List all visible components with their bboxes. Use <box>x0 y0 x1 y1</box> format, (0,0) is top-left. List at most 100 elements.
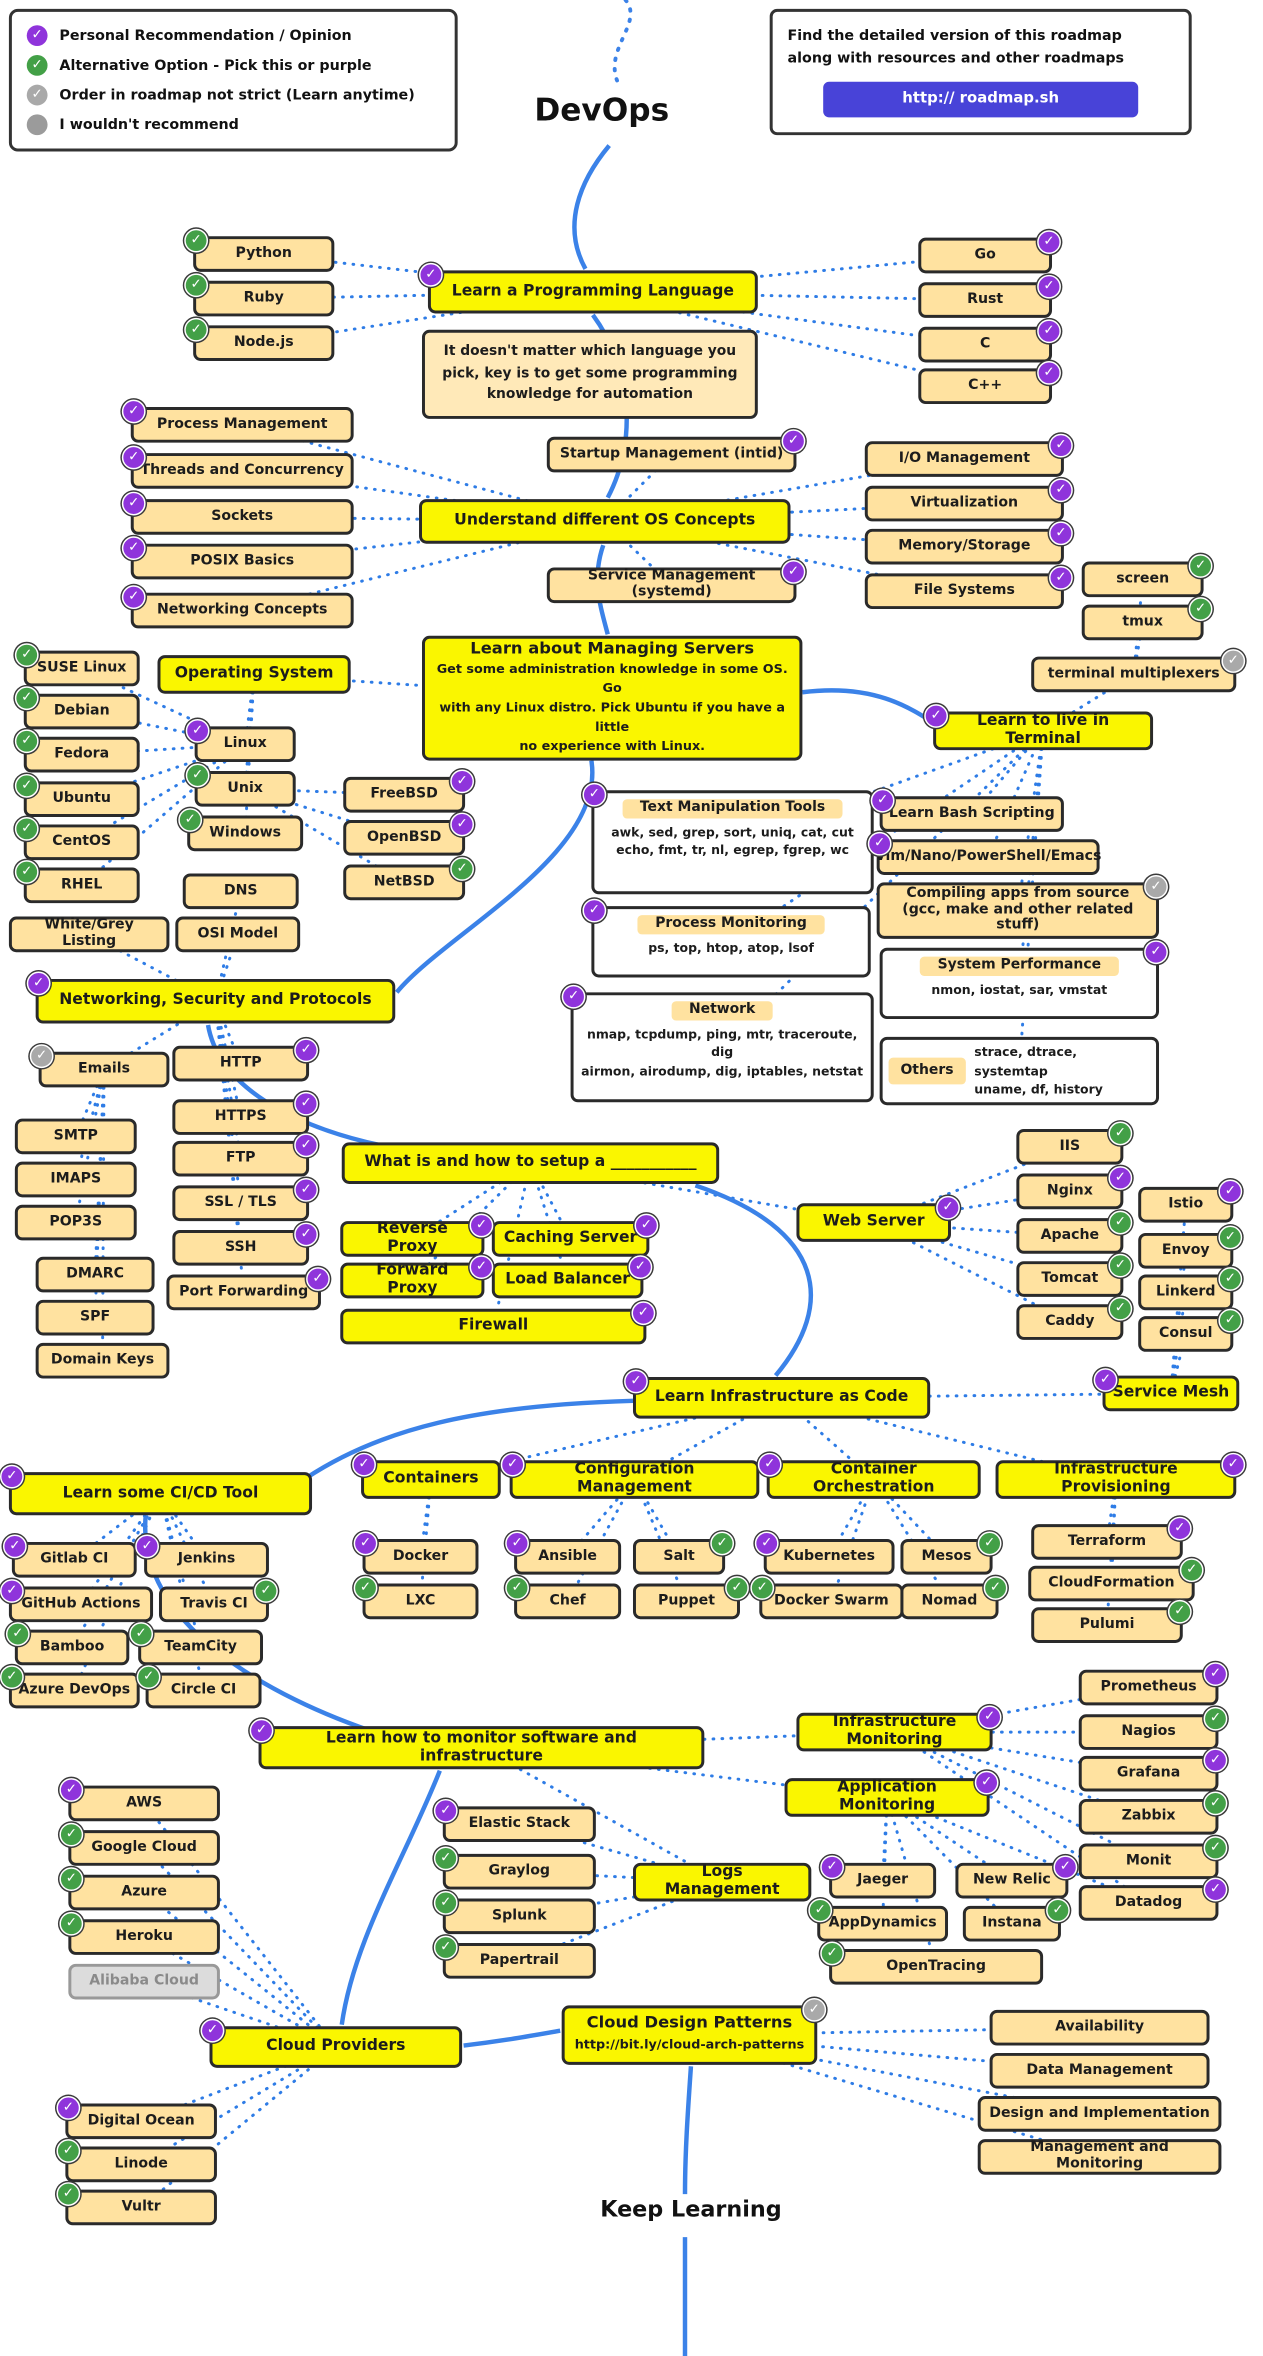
ftp[interactable]: ✓FTP <box>172 1133 318 1177</box>
roadmap-link-button[interactable]: http:// roadmap.sh <box>823 81 1139 117</box>
cloudformation[interactable]: ✓CloudFormation <box>1028 1558 1204 1602</box>
graylog[interactable]: ✓Graylog <box>433 1846 596 1890</box>
opentracing[interactable]: ✓OpenTracing <box>820 1941 1044 1985</box>
caddy[interactable]: ✓Caddy <box>1016 1296 1133 1340</box>
cloud-providers[interactable]: ✓Cloud Providers <box>200 2018 463 2068</box>
jenkins[interactable]: ✓Jenkins <box>135 1534 269 1578</box>
term-mux[interactable]: ✓terminal multiplexers <box>1031 649 1246 693</box>
zabbix[interactable]: ✓Zabbix <box>1078 1791 1228 1835</box>
datadog[interactable]: ✓Datadog <box>1078 1877 1228 1921</box>
startup-mgmt[interactable]: ✓Startup Management (intid) <box>546 429 806 473</box>
debian[interactable]: ✓Debian <box>14 686 140 730</box>
reverse-proxy[interactable]: ✓Reverse Proxy <box>340 1213 494 1257</box>
gcloud[interactable]: ✓Google Cloud <box>59 1822 220 1866</box>
design-impl[interactable]: Design and Implementation <box>977 2096 1222 2132</box>
https[interactable]: ✓HTTPS <box>172 1091 318 1135</box>
nodejs[interactable]: ✓Node.js <box>184 317 335 361</box>
circleci[interactable]: ✓Circle CI <box>136 1665 262 1709</box>
nomad[interactable]: ✓Nomad <box>900 1576 1008 1620</box>
virtualization[interactable]: ✓Virtualization <box>864 478 1073 522</box>
main-lang[interactable]: ✓Learn a Programming Language <box>419 262 758 314</box>
logs-mgmt[interactable]: Logs Management <box>632 1862 812 1902</box>
c[interactable]: ✓C <box>918 319 1061 363</box>
dswarm[interactable]: ✓Docker Swarm <box>750 1576 904 1620</box>
caching[interactable]: ✓Caching Server <box>491 1213 659 1257</box>
aws[interactable]: ✓AWS <box>59 1778 220 1822</box>
azure[interactable]: ✓Azure <box>59 1867 220 1911</box>
ghactions[interactable]: ✓GitHub Actions <box>0 1579 154 1623</box>
instana[interactable]: ✓Instana <box>962 1898 1070 1942</box>
pop3s[interactable]: POP3S <box>14 1204 137 1241</box>
rust[interactable]: ✓Rust <box>918 274 1061 318</box>
dmarc[interactable]: DMARC <box>35 1256 155 1293</box>
prometheus[interactable]: ✓Prometheus <box>1078 1662 1228 1706</box>
screen[interactable]: ✓screen <box>1081 554 1213 598</box>
linkerd[interactable]: ✓Linkerd <box>1138 1267 1243 1311</box>
envoy[interactable]: ✓Envoy <box>1138 1225 1243 1269</box>
cpp[interactable]: ✓C++ <box>918 360 1061 405</box>
digitalocean[interactable]: ✓Digital Ocean <box>56 2096 217 2140</box>
linode[interactable]: ✓Linode <box>56 2139 217 2183</box>
ruby[interactable]: ✓Ruby <box>184 273 335 317</box>
imaps[interactable]: IMAPS <box>14 1161 137 1198</box>
ubuntu[interactable]: ✓Ubuntu <box>14 773 140 818</box>
loadbal[interactable]: ✓Load Balancer <box>491 1255 653 1299</box>
emails[interactable]: ✓Emails <box>29 1044 170 1088</box>
main-monitor[interactable]: ✓Learn how to monitor software and infra… <box>249 1718 705 1770</box>
memory-storage[interactable]: ✓Memory/Storage <box>864 521 1073 565</box>
live-terminal[interactable]: ✓Learn to live in Terminal <box>924 704 1154 751</box>
travisci[interactable]: ✓Travis CI <box>158 1579 278 1623</box>
gitlabci[interactable]: ✓Gitlab CI <box>2 1534 137 1578</box>
posix[interactable]: ✓POSIX Basics <box>121 536 354 580</box>
bamboo[interactable]: ✓Bamboo <box>5 1622 130 1666</box>
main-cicd[interactable]: ✓Learn some CI/CD Tool <box>0 1464 313 1516</box>
unix[interactable]: ✓Unix <box>185 763 296 807</box>
freebsd[interactable]: ✓FreeBSD <box>343 769 475 813</box>
apache[interactable]: ✓Apache <box>1016 1210 1133 1254</box>
vultr[interactable]: ✓Vultr <box>56 2182 217 2226</box>
data-mgmt[interactable]: Data Management <box>989 2052 1210 2089</box>
threads[interactable]: ✓Threads and Concurrency <box>121 445 354 489</box>
tomcat[interactable]: ✓Tomcat <box>1016 1253 1133 1297</box>
suse[interactable]: ✓SUSE Linux <box>14 643 140 687</box>
pulumi[interactable]: ✓Pulumi <box>1031 1599 1192 1643</box>
mesos[interactable]: ✓Mesos <box>900 1531 1002 1575</box>
tmux[interactable]: ✓tmux <box>1081 597 1213 641</box>
istio[interactable]: ✓Istio <box>1138 1179 1243 1223</box>
ssh[interactable]: ✓SSH <box>172 1222 318 1266</box>
salt[interactable]: ✓Salt <box>632 1531 735 1575</box>
appdynamics[interactable]: ✓AppDynamics <box>808 1898 949 1942</box>
dns[interactable]: DNS <box>182 873 299 910</box>
rhel[interactable]: ✓RHEL <box>14 860 140 904</box>
elastic[interactable]: ✓Elastic Stack <box>433 1798 596 1843</box>
spf[interactable]: SPF <box>35 1299 155 1336</box>
splunk[interactable]: ✓Splunk <box>433 1891 596 1935</box>
jaeger[interactable]: ✓Jaeger <box>820 1855 937 1899</box>
heroku[interactable]: ✓Heroku <box>59 1911 220 1955</box>
monit[interactable]: ✓Monit <box>1078 1836 1228 1880</box>
main-network[interactable]: ✓Networking, Security and Protocols <box>26 971 396 1024</box>
config-h[interactable]: ✓Configuration Management <box>500 1452 760 1499</box>
main-setup[interactable]: What is and how to setup a ___________ <box>341 1142 720 1184</box>
consul[interactable]: ✓Consul <box>1138 1308 1243 1352</box>
windows[interactable]: ✓Windows <box>178 808 304 852</box>
nginx[interactable]: ✓Nginx <box>1016 1166 1133 1210</box>
firewall[interactable]: ✓Firewall <box>340 1301 656 1345</box>
sockets[interactable]: ✓Sockets <box>121 491 354 535</box>
iis[interactable]: ✓IIS <box>1016 1121 1133 1165</box>
ansible[interactable]: ✓Ansible <box>505 1531 622 1575</box>
compiling[interactable]: ✓Compiling apps from source(gcc, make an… <box>876 874 1168 939</box>
chef[interactable]: ✓Chef <box>505 1576 622 1620</box>
linux[interactable]: ✓Linux <box>185 718 296 763</box>
web-server[interactable]: ✓Web Server <box>796 1195 960 1242</box>
alibaba[interactable]: Alibaba Cloud <box>68 1963 220 2000</box>
lxc[interactable]: ✓LXC <box>353 1576 479 1620</box>
http[interactable]: ✓HTTP <box>172 1038 318 1082</box>
